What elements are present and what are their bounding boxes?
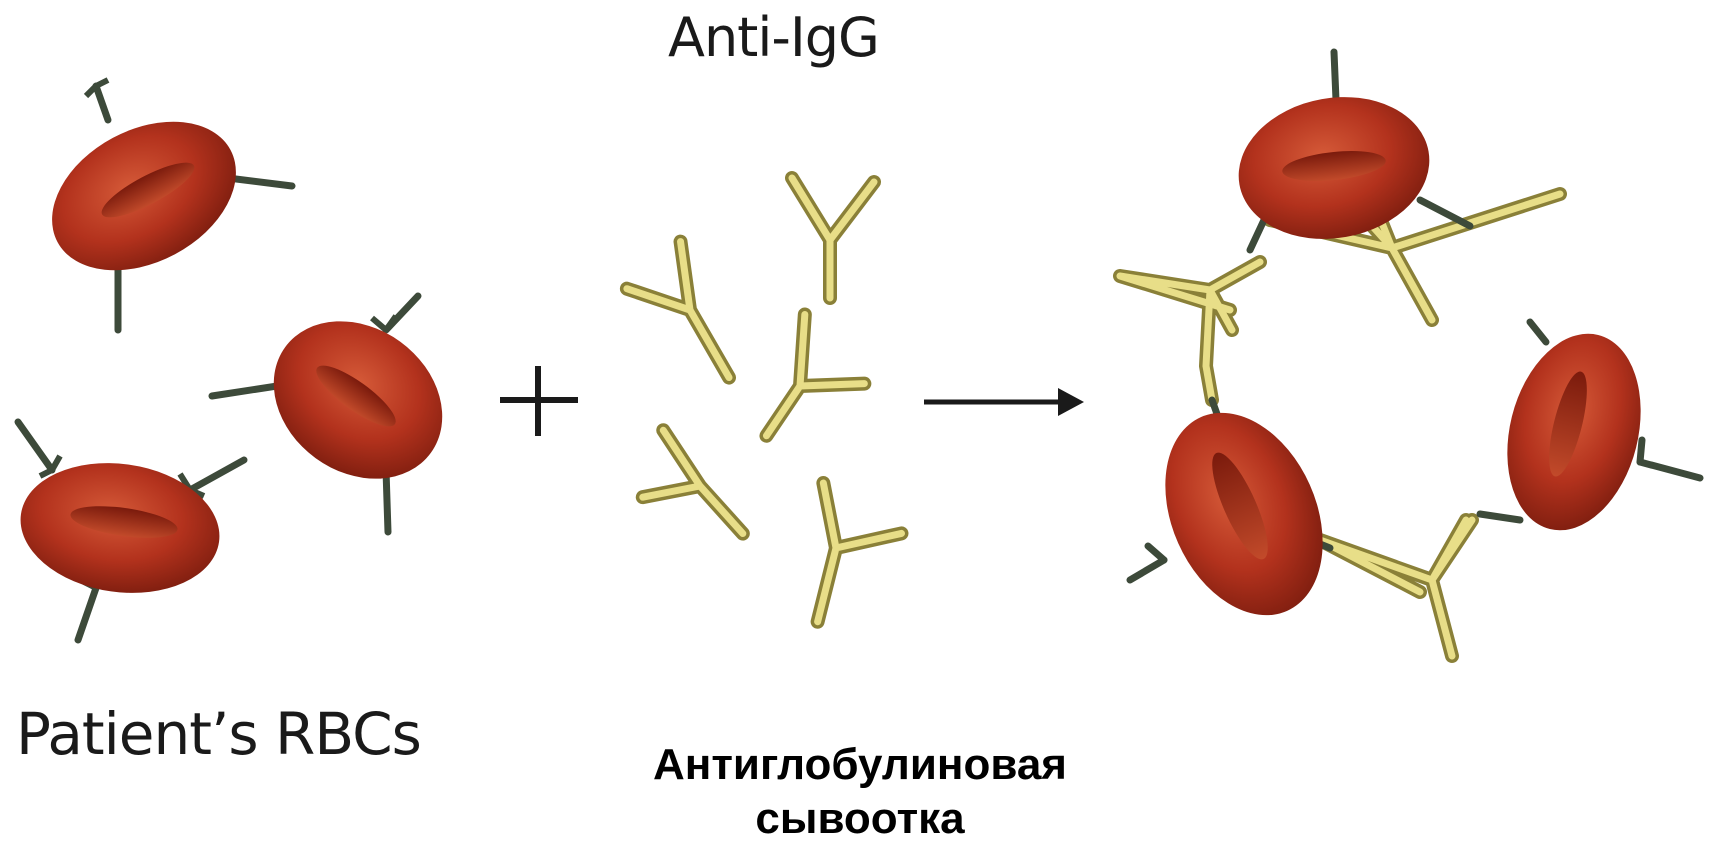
serum-label-line1: Антиглобулиновая bbox=[653, 740, 1067, 789]
antibody-bridge bbox=[1313, 513, 1479, 663]
antibody-icon bbox=[810, 476, 909, 629]
serum-label-line2: сывоотка bbox=[755, 794, 965, 843]
antiglobulin-serum-label: Антиглобулиновая сывоотка bbox=[560, 738, 1160, 846]
antibody-icon bbox=[635, 423, 750, 541]
antibody-icon bbox=[759, 307, 872, 443]
arrow-right-icon bbox=[924, 388, 1084, 416]
rbc-cell bbox=[1238, 97, 1430, 239]
antibody-icon bbox=[619, 234, 736, 385]
antigen-stalks bbox=[1126, 48, 1704, 584]
anti-igg-label: Anti-IgG bbox=[668, 6, 880, 69]
rbc-cell bbox=[1507, 333, 1641, 531]
rbc-cell bbox=[1165, 412, 1323, 616]
plus-icon bbox=[500, 366, 578, 436]
patients-rbcs-label: Patient’s RBCs bbox=[16, 700, 422, 768]
rbc-cell bbox=[52, 77, 296, 334]
antibody-icon bbox=[785, 171, 881, 305]
rbc-cell bbox=[208, 292, 443, 536]
rbc-cell bbox=[14, 418, 248, 644]
antibody-bridge bbox=[1113, 255, 1267, 407]
